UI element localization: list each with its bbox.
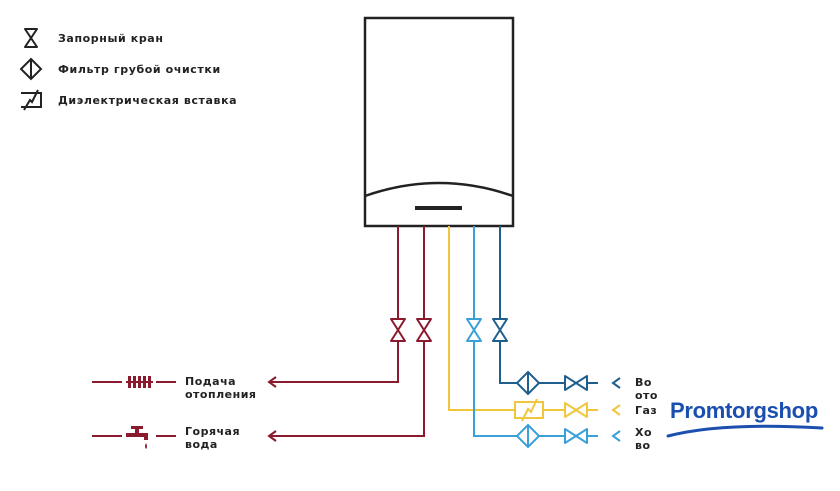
boiler-body	[363, 16, 515, 228]
arrow-left-icon	[611, 404, 621, 416]
brand-name-part2: shop	[766, 398, 819, 423]
brand-logo: Promtorgshop	[666, 398, 824, 438]
arrow-left-icon	[611, 377, 621, 389]
filter-icon	[19, 57, 43, 81]
cold-water-line	[466, 226, 621, 448]
boiler-panel-line	[364, 181, 514, 198]
shutoff-valve-icon	[564, 402, 588, 418]
legend-label: Запорный кран	[58, 31, 164, 45]
gas-line	[448, 226, 621, 422]
legend-label: Фильтр грубой очистки	[58, 62, 221, 76]
arrow-left-icon	[267, 376, 277, 388]
filter-icon	[516, 424, 540, 448]
label-gas: Газ	[635, 404, 658, 417]
shutoff-valve-icon	[24, 28, 38, 48]
arrow-left-icon	[267, 430, 277, 442]
shutoff-valve-icon	[564, 375, 588, 391]
label-heating-return: Во ото	[635, 376, 658, 402]
filter-icon	[516, 371, 540, 395]
boiler	[363, 16, 515, 228]
label-cold-water: Хо во	[635, 426, 653, 452]
legend-label: Диэлектрическая вставка	[58, 93, 238, 107]
legend-shutoff-valve: Запорный кран	[18, 25, 164, 51]
heating-return-line	[492, 226, 621, 395]
legend-coarse-filter: Фильтр грубой очистки	[18, 56, 221, 82]
dielectric-insert-icon	[514, 398, 544, 422]
shutoff-valve-icon	[564, 428, 588, 444]
shutoff-valve-icon	[390, 318, 406, 342]
legend-dielectric-insert: Диэлектрическая вставка	[18, 87, 237, 113]
brand-swoosh-icon	[666, 424, 824, 438]
heating-supply-line	[92, 226, 406, 388]
shutoff-valve-icon	[492, 318, 508, 342]
dielectric-insert-icon	[21, 89, 42, 111]
faucet-icon	[126, 426, 148, 449]
radiator-icon	[126, 376, 153, 388]
brand-name-part1: Promtorg	[670, 398, 767, 423]
label-hot-water: Горячая вода	[185, 425, 241, 451]
hot-water-line	[92, 226, 432, 449]
label-heating-supply: Подача отопления	[185, 375, 257, 401]
arrow-left-icon	[611, 430, 621, 442]
shutoff-valve-icon	[416, 318, 432, 342]
shutoff-valve-icon	[466, 318, 482, 342]
